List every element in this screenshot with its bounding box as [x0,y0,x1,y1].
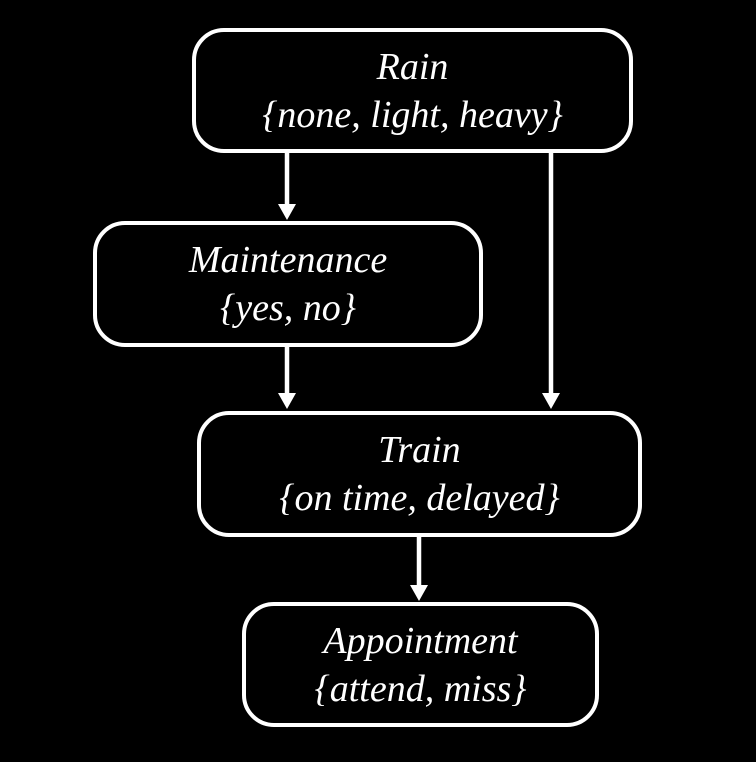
node-train: Train {on time, delayed} [197,411,642,537]
node-appointment-label: Appointment [323,619,518,662]
edge-train-to-appointment-arrow [410,537,428,601]
node-appointment-states: {attend, miss} [314,667,527,710]
edge-rain-to-maintenance-arrow [278,153,296,220]
node-maintenance-states: {yes, no} [220,287,356,329]
node-rain: Rain {none, light, heavy} [192,28,633,153]
node-train-label: Train [378,429,461,471]
node-rain-states: {none, light, heavy} [262,93,563,136]
node-appointment: Appointment {attend, miss} [242,602,599,727]
edge-maintenance-to-train-arrow [278,347,296,409]
node-maintenance: Maintenance {yes, no} [93,221,483,347]
node-maintenance-label: Maintenance [188,239,388,281]
node-rain-label: Rain [376,45,449,88]
edge-rain-to-train-arrow [542,153,560,409]
node-train-states: {on time, delayed} [279,477,560,519]
